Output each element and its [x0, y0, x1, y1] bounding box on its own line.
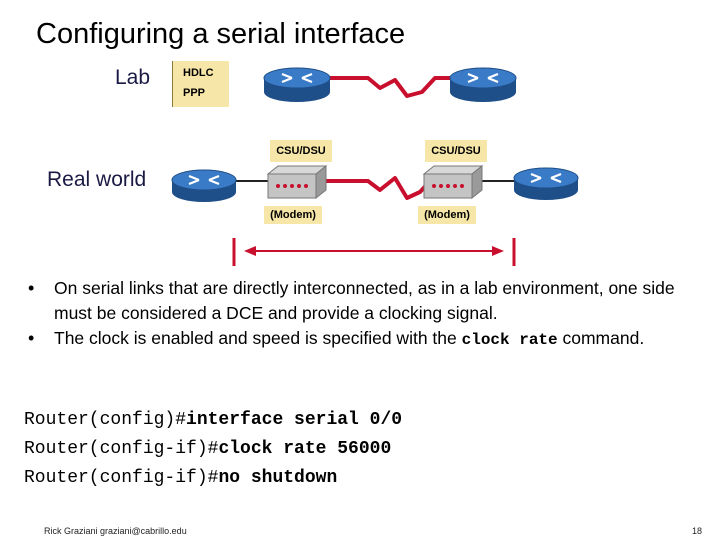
cli-line: Router(config-if)#no shutdown: [24, 464, 402, 493]
inline-code: clock rate: [461, 331, 558, 349]
router-icon: [171, 169, 237, 202]
bullet-dot-icon: •: [28, 328, 35, 348]
real-world-label: Real world: [47, 168, 147, 191]
bullet-dot-icon: •: [28, 278, 35, 298]
bullet-item: • The clock is enabled and speed is spec…: [24, 326, 704, 353]
arrowhead-left-icon: [244, 246, 256, 256]
csu-dsu-label: CSU/DSU: [425, 140, 487, 162]
modem-label: (Modem): [264, 206, 322, 224]
cli-prompt: Router(config)#: [24, 410, 187, 430]
lab-serial-link: [330, 76, 455, 98]
cli-command: no shutdown: [218, 468, 338, 488]
protocol-hdlc: HDLC: [183, 67, 214, 79]
network-diagram: [171, 67, 579, 266]
page-number: 18: [691, 526, 702, 536]
cli-prompt: Router(config-if)#: [24, 468, 219, 488]
arrowhead-right-icon: [492, 246, 504, 256]
router-icon: [449, 67, 517, 102]
wan-serial-link: [322, 176, 432, 200]
csu-dsu-device-icon: [422, 164, 484, 200]
bullet-text: On serial links that are directly interc…: [54, 278, 675, 323]
bullet-text-after: command.: [557, 328, 645, 348]
bullet-text-before: The clock is enabled and speed is specif…: [54, 328, 462, 348]
cli-line: Router(config-if)#clock rate 56000: [24, 435, 402, 464]
bullet-item: • On serial links that are directly inte…: [24, 276, 704, 326]
protocol-ppp: PPP: [183, 87, 206, 99]
cli-line: Router(config)#interface serial 0/0: [24, 406, 402, 435]
modem-label: (Modem): [418, 206, 476, 224]
protocol-box: HDLC PPP: [172, 61, 229, 107]
router-icon: [263, 67, 331, 102]
page-title: Configuring a serial interface: [36, 18, 406, 50]
lab-label: Lab: [115, 66, 151, 89]
csu-dsu-device-icon: [266, 164, 328, 200]
bullet-list: • On serial links that are directly inte…: [24, 276, 704, 353]
csu-dsu-label: CSU/DSU: [270, 140, 332, 162]
cli-command: interface serial 0/0: [186, 410, 403, 430]
cli-command: clock rate 56000: [218, 439, 392, 459]
cli-prompt: Router(config-if)#: [24, 439, 219, 459]
footer-author: Rick Graziani graziani@cabrillo.edu: [44, 526, 187, 536]
router-icon: [513, 167, 579, 200]
